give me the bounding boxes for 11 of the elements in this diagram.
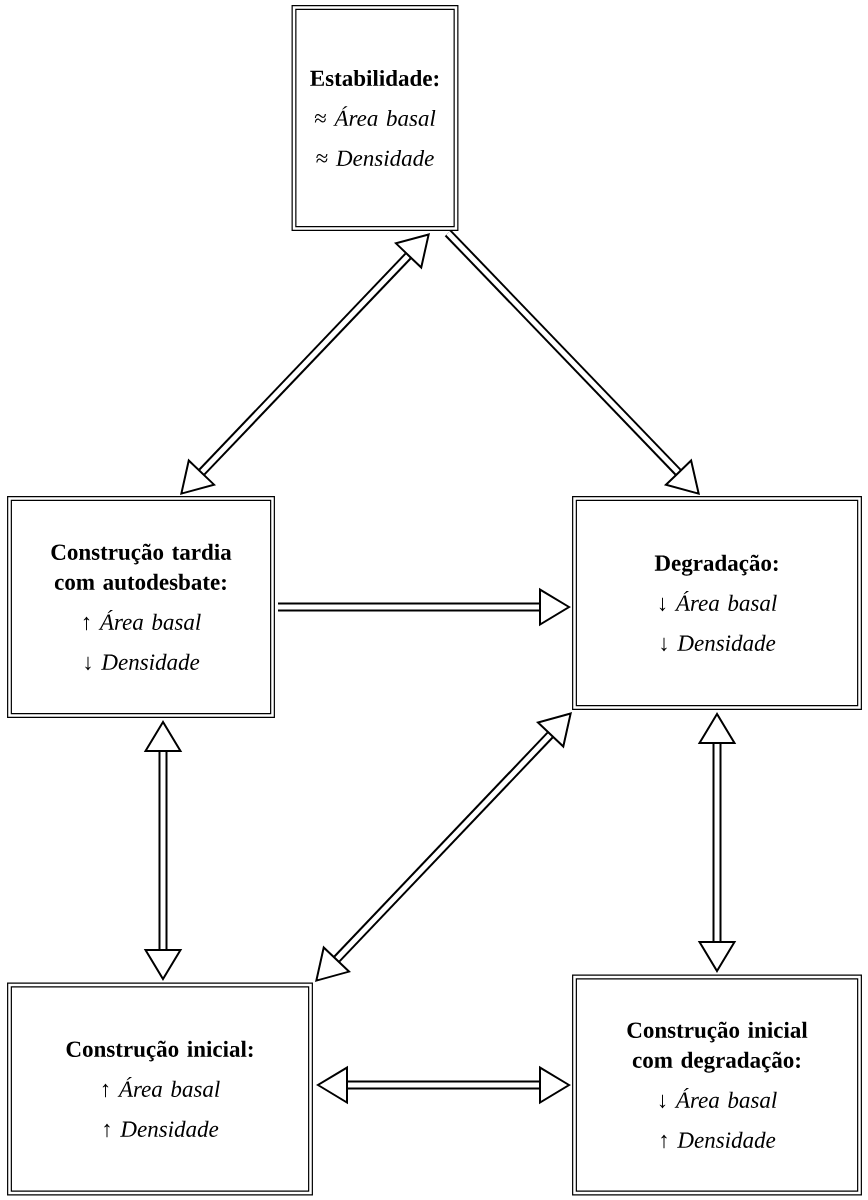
- double-arrow: [697, 712, 737, 973]
- double-arrow: [444, 229, 700, 495]
- double-arrow: [143, 720, 183, 981]
- double-arrow: [180, 233, 430, 495]
- state-box: Construção inicial: ↑ Área basal ↑ Densidade: [7, 982, 313, 1196]
- state-box: Construção tardia com autodesbate: ↑ Área basal ↓ Densidade: [7, 496, 275, 718]
- double-arrow: [315, 712, 572, 982]
- double-arrow: [316, 1065, 571, 1105]
- state-box: Estabilidade: ≈ Área basal ≈ Densidade: [291, 5, 459, 231]
- state-box: Degradação: ↓ Área basal ↓ Densidade: [572, 496, 862, 710]
- state-box: Construção inicial com degradação: ↓ Área basal ↑ Densidade: [572, 974, 862, 1196]
